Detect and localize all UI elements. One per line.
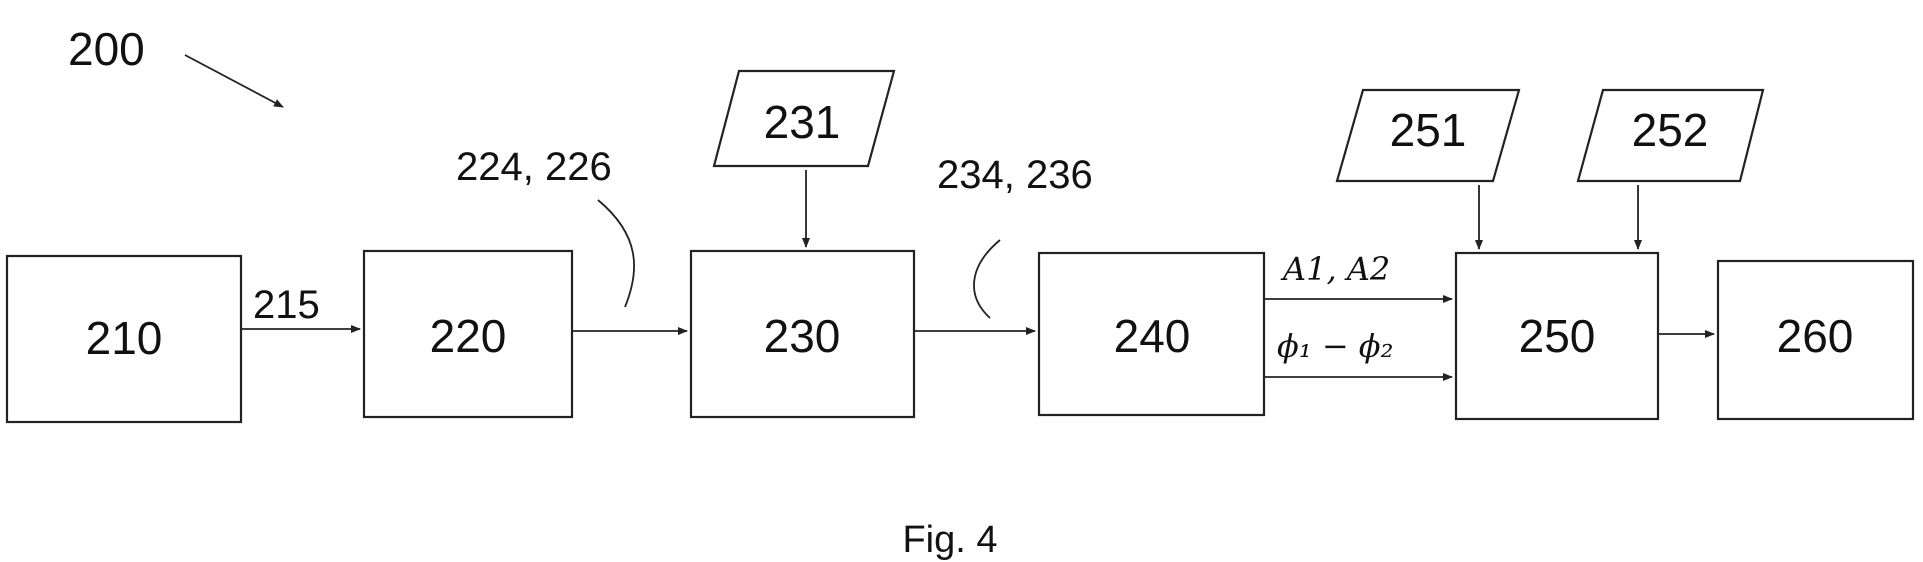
label-phase-difference: ϕ₁ − ϕ₂ xyxy=(1277,327,1393,365)
leader-234-236 xyxy=(974,240,1000,318)
leader-224-226 xyxy=(598,200,634,307)
input-231-label: 231 xyxy=(764,96,841,148)
block-240: 240 xyxy=(1039,253,1264,415)
figure-pointer-arrow xyxy=(185,55,283,107)
input-231: 231 xyxy=(714,71,894,166)
block-260-label: 260 xyxy=(1777,310,1854,362)
figure-number: 200 xyxy=(68,23,145,75)
label-a1-a2: A1, A2 xyxy=(1280,250,1390,288)
input-252-label: 252 xyxy=(1632,104,1709,156)
block-210: 210 xyxy=(7,256,241,422)
block-230: 230 xyxy=(691,251,914,417)
label-224-226: 224, 226 xyxy=(456,145,612,189)
input-252: 252 xyxy=(1578,90,1763,181)
label-234-236: 234, 236 xyxy=(937,153,1093,197)
input-251: 251 xyxy=(1337,90,1519,181)
block-210-label: 210 xyxy=(86,312,163,364)
block-240-label: 240 xyxy=(1114,310,1191,362)
input-251-label: 251 xyxy=(1390,104,1467,156)
block-260: 260 xyxy=(1718,261,1913,419)
label-215: 215 xyxy=(253,283,320,327)
figure-caption: Fig. 4 xyxy=(902,519,997,561)
block-250-label: 250 xyxy=(1519,310,1596,362)
block-220-label: 220 xyxy=(430,310,507,362)
block-220: 220 xyxy=(364,251,572,417)
block-250: 250 xyxy=(1456,253,1658,419)
block-230-label: 230 xyxy=(764,310,841,362)
